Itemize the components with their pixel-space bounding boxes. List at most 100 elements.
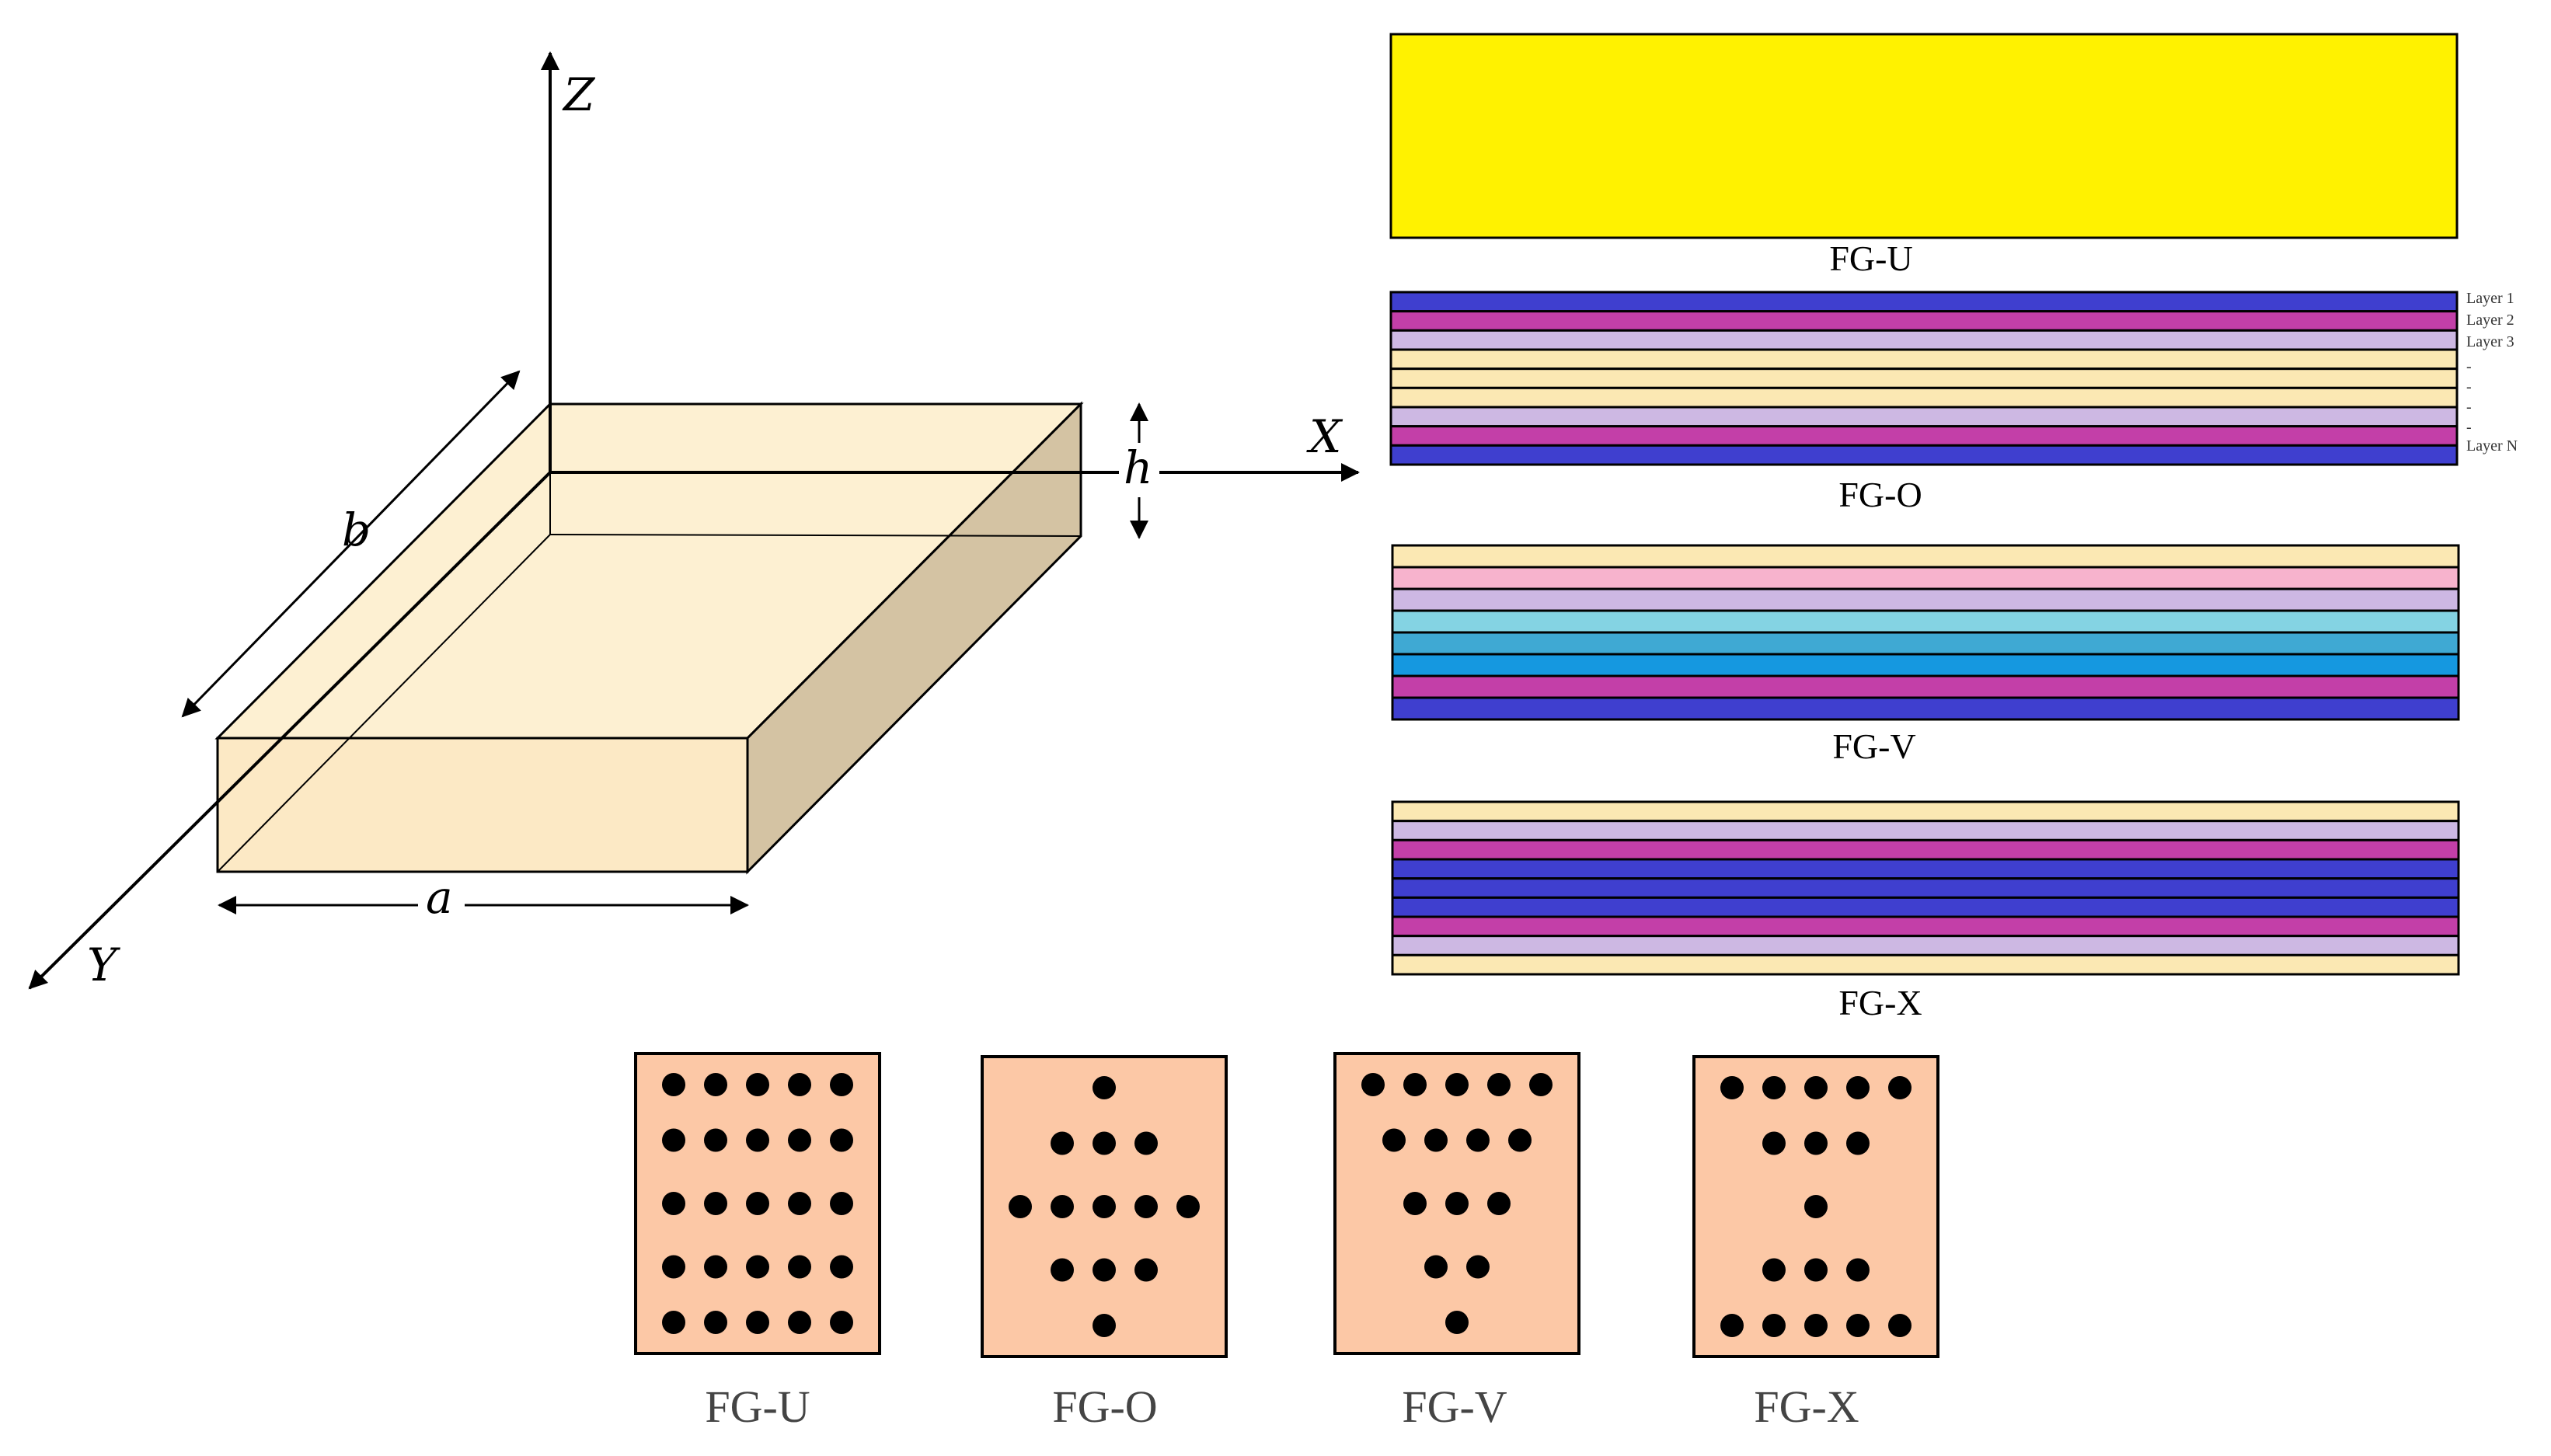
layer-label: Layer 1 xyxy=(2466,290,2514,307)
fiber-dot xyxy=(1445,1311,1469,1334)
fiber-dot xyxy=(1846,1258,1870,1282)
fiber-dot xyxy=(1445,1073,1469,1096)
dimension-annotations: b a h xyxy=(181,370,1159,926)
layer-label: Layer 2 xyxy=(2466,312,2514,329)
fiber-dot xyxy=(704,1192,727,1215)
layer xyxy=(1391,566,2460,590)
fiber-dot xyxy=(1093,1131,1116,1155)
layer xyxy=(1389,406,2459,428)
fiber-dot xyxy=(662,1192,685,1215)
fiber-dot xyxy=(830,1311,853,1334)
fiber-dot xyxy=(1804,1258,1828,1282)
fiber-dot xyxy=(1720,1076,1744,1099)
layer xyxy=(1389,33,2459,239)
fiber-dot xyxy=(1720,1314,1744,1337)
dimension-b-arrow xyxy=(181,370,521,718)
fiber-dot xyxy=(788,1128,811,1152)
fiber-dot xyxy=(830,1192,853,1215)
layer xyxy=(1389,386,2459,409)
layer xyxy=(1391,877,2460,899)
fiber-dot xyxy=(1762,1258,1786,1282)
fiber-dot xyxy=(1804,1195,1828,1218)
layer xyxy=(1391,935,2460,956)
layer-label: - xyxy=(2466,399,2472,416)
fiber-dot xyxy=(1487,1073,1511,1096)
fiber-dot xyxy=(1466,1255,1490,1279)
layer xyxy=(1391,653,2460,677)
fiber-dot xyxy=(1487,1192,1511,1215)
fiber-dot xyxy=(1529,1073,1553,1096)
section-fg-o xyxy=(981,1055,1228,1358)
stack-fg-x xyxy=(1391,800,2460,976)
fiber-dot xyxy=(1403,1073,1427,1096)
layer xyxy=(1391,838,2460,861)
section-fg-u xyxy=(634,1052,881,1355)
section-label-fg-o: FG-O xyxy=(1052,1381,1157,1432)
fiber-dot xyxy=(1762,1314,1786,1337)
fiber-dot xyxy=(1445,1192,1469,1215)
dimension-a-label: a xyxy=(426,871,453,924)
layer xyxy=(1391,696,2460,721)
section-fg-v xyxy=(1333,1052,1580,1355)
fiber-dot xyxy=(662,1128,685,1152)
stack-fg-v xyxy=(1391,544,2460,721)
cross-sections xyxy=(634,1052,1939,1358)
layer-stacks xyxy=(1389,33,2460,976)
fiber-dot xyxy=(1134,1131,1158,1155)
fiber-dot xyxy=(1846,1076,1870,1099)
fiber-dot xyxy=(662,1255,685,1279)
dimension-b-label: b xyxy=(342,503,371,556)
fiber-dot xyxy=(1888,1076,1912,1099)
layer-label: - xyxy=(2466,358,2472,375)
dimension-h-label: h xyxy=(1124,441,1152,494)
layer-label: Layer 3 xyxy=(2466,333,2514,350)
y-axis-label: Y xyxy=(87,939,120,991)
fiber-dot xyxy=(746,1128,769,1152)
layer xyxy=(1391,800,2460,823)
fiber-dot xyxy=(704,1255,727,1279)
layer xyxy=(1389,425,2459,447)
fiber-dot xyxy=(1176,1195,1200,1218)
z-axis-label: Z xyxy=(562,68,596,121)
fiber-dot xyxy=(1382,1128,1406,1152)
layer xyxy=(1389,348,2459,371)
fiber-dot xyxy=(788,1311,811,1334)
fiber-dot xyxy=(1403,1192,1427,1215)
section-label-fg-u: FG-U xyxy=(705,1381,810,1432)
layer xyxy=(1391,896,2460,918)
fiber-dot xyxy=(1361,1073,1385,1096)
stack-fg-o xyxy=(1389,291,2459,466)
layer xyxy=(1391,609,2460,634)
fiber-dot xyxy=(1009,1195,1032,1218)
fiber-dot xyxy=(1093,1076,1116,1099)
layer xyxy=(1389,291,2459,313)
stack-label-fg-u: FG-U xyxy=(1829,239,1912,278)
fiber-dot xyxy=(746,1311,769,1334)
layer xyxy=(1391,544,2460,569)
fiber-dot xyxy=(1804,1131,1828,1155)
fiber-dot xyxy=(1508,1128,1532,1152)
fiber-dot xyxy=(1424,1128,1448,1152)
coordinate-axes: Z X Y xyxy=(28,51,1360,991)
section-label-fg-v: FG-V xyxy=(1402,1381,1507,1432)
fiber-dot xyxy=(1051,1131,1074,1155)
fiber-dot xyxy=(746,1192,769,1215)
stack-label-fg-v: FG-V xyxy=(1832,726,1915,766)
layer xyxy=(1389,367,2459,389)
fiber-dot xyxy=(1804,1076,1828,1099)
fiber-dot xyxy=(704,1311,727,1334)
fiber-dot xyxy=(662,1073,685,1096)
plate-front-face xyxy=(216,737,749,873)
fiber-dot xyxy=(1093,1258,1116,1282)
fiber-dot xyxy=(1051,1195,1074,1218)
plate-3d xyxy=(214,401,1084,875)
fiber-dot xyxy=(788,1073,811,1096)
layer-label: - xyxy=(2466,419,2472,436)
layer xyxy=(1391,915,2460,938)
fiber-dot xyxy=(1093,1314,1116,1337)
layer xyxy=(1389,444,2459,466)
layer-label: - xyxy=(2466,378,2472,395)
stack-label-fg-o: FG-O xyxy=(1838,475,1922,514)
